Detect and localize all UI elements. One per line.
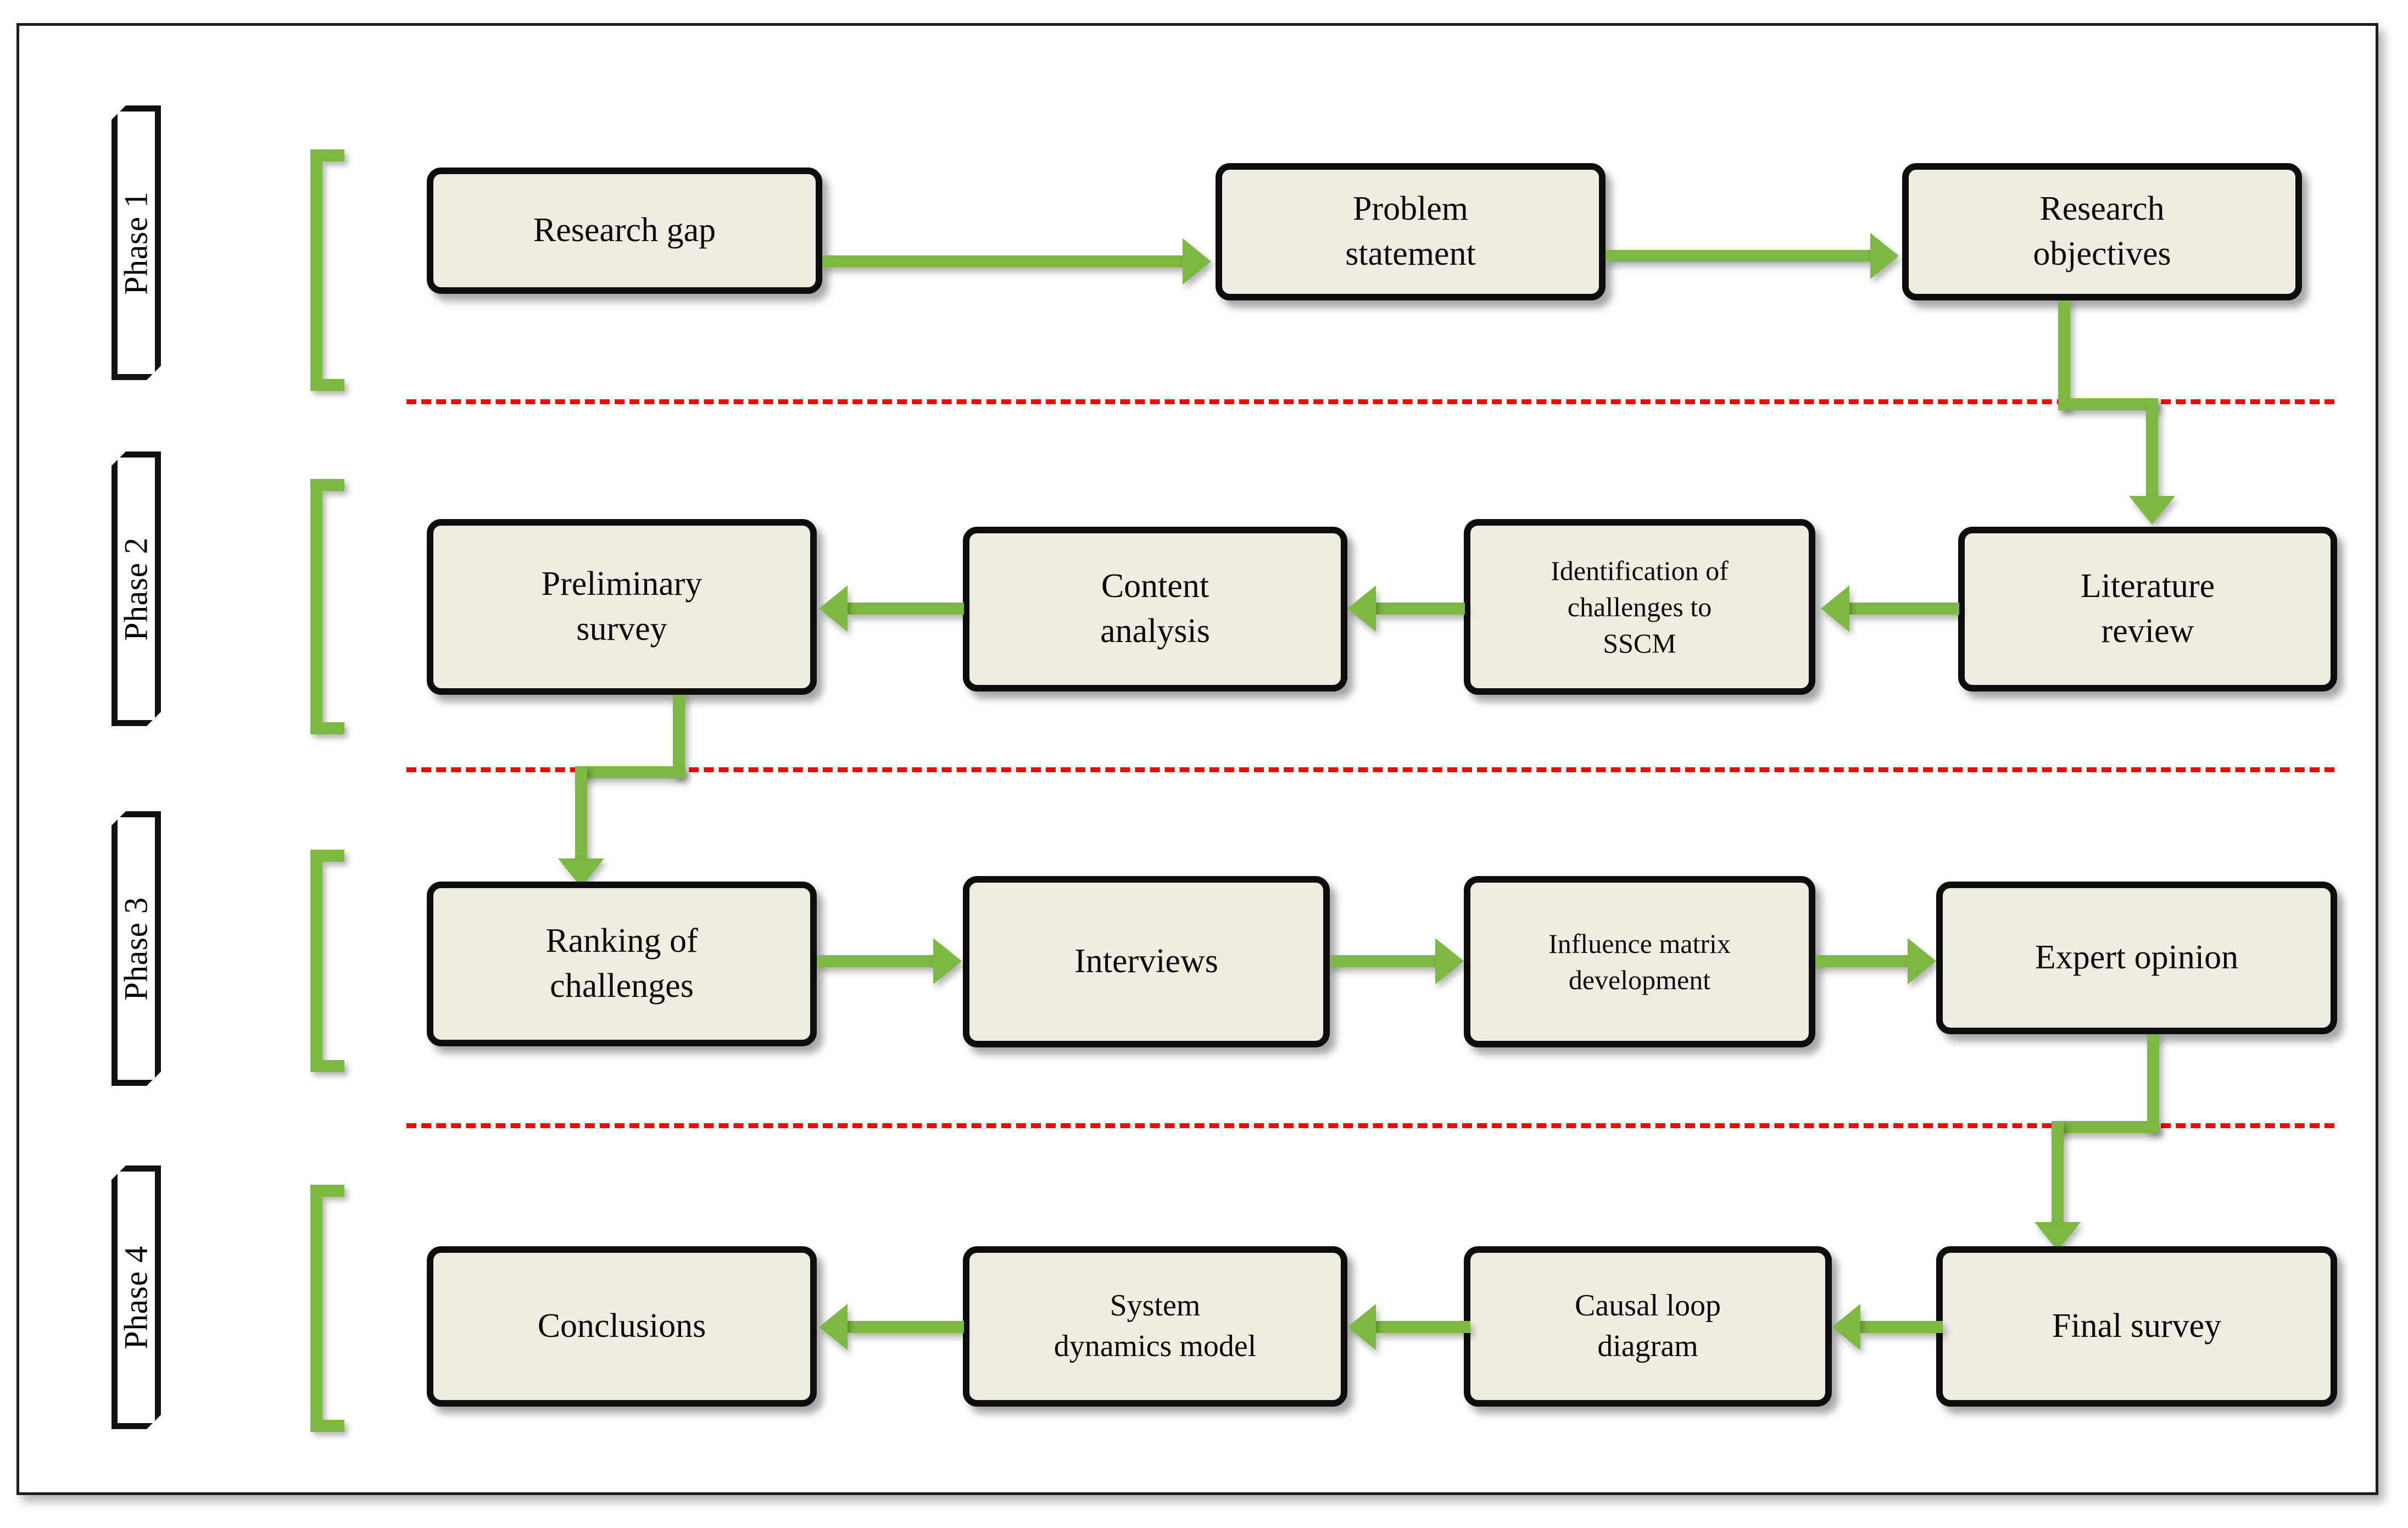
phase-label-1: Phase 1	[112, 105, 161, 380]
connector-preliminary-jog-left	[575, 766, 685, 778]
arrowhead-left-causal-to-system	[1347, 1304, 1376, 1350]
connector-expert-down-b	[2052, 1121, 2064, 1229]
connector-expert-jog-left	[2052, 1121, 2159, 1133]
node-literature-review[interactable]: Literature review	[1958, 527, 2337, 691]
node-label-line2: diagram	[1597, 1329, 1698, 1363]
node-label-line2: development	[1568, 964, 1711, 995]
node-label-line1: Identification of	[1551, 555, 1729, 586]
node-research-gap[interactable]: Research gap	[427, 168, 822, 294]
node-label-line1: Research	[2039, 190, 2165, 228]
phase-label-3: Phase 3	[112, 811, 161, 1086]
node-label-line1: Ranking of	[545, 922, 698, 960]
node-label-line1: Preliminary	[541, 565, 703, 603]
node-label-line1: Influence matrix	[1548, 928, 1731, 959]
connector-objectives-down-a	[2058, 300, 2070, 410]
node-label: Expert opinion	[2034, 939, 2239, 977]
connector-final-to-causal	[1860, 1321, 1943, 1333]
phase-label-3-text: Phase 3	[118, 896, 154, 1001]
connector-problem-to-objectives	[1606, 250, 1870, 262]
node-label-line2: dynamics model	[1054, 1329, 1257, 1363]
node-label-line1: Content	[1101, 567, 1209, 605]
connector-objectives-down-b	[2146, 398, 2158, 503]
node-label-line1: Causal loop	[1575, 1289, 1721, 1323]
node-causal-loop-diagram[interactable]: Causal loop diagram	[1464, 1246, 1832, 1407]
node-label-line2: survey	[576, 610, 667, 648]
arrowhead-left-literature-to-identification	[1821, 585, 1849, 632]
arrowhead-right-influence-to-expert	[1908, 938, 1936, 984]
phase-bracket-4	[310, 1185, 344, 1432]
phase-separator-1-2	[406, 399, 2334, 404]
connector-preliminary-down-b	[575, 766, 587, 865]
phase-label-2-text: Phase 2	[118, 537, 154, 641]
node-expert-opinion[interactable]: Expert opinion	[1936, 882, 2337, 1034]
node-conclusions[interactable]: Conclusions	[427, 1246, 817, 1407]
connector-expert-down-a	[2147, 1034, 2159, 1133]
node-research-objectives[interactable]: Research objectives	[1902, 163, 2302, 300]
connector-interviews-to-influence	[1330, 955, 1435, 967]
node-label: Final survey	[2052, 1307, 2222, 1345]
node-label-line1: System	[1110, 1289, 1201, 1323]
phase-separator-2-3	[406, 767, 2334, 772]
connector-causal-to-system	[1376, 1321, 1470, 1333]
node-system-dynamics-model[interactable]: System dynamics model	[963, 1246, 1347, 1407]
node-label-line2: statement	[1345, 235, 1476, 272]
node-label-line3: SSCM	[1603, 628, 1676, 659]
phase-label-4: Phase 4	[112, 1165, 161, 1429]
node-identification-challenges-sscm[interactable]: Identification of challenges to SSCM	[1464, 519, 1815, 695]
connector-content-to-preliminary	[848, 603, 964, 615]
connector-gap-to-problem	[822, 255, 1183, 267]
arrowhead-right-ranking-to-interviews	[933, 938, 962, 984]
node-final-survey[interactable]: Final survey	[1936, 1246, 2337, 1407]
phase-separator-3-4	[406, 1123, 2334, 1128]
node-influence-matrix-development[interactable]: Influence matrix development	[1464, 876, 1815, 1047]
phase-bracket-3	[310, 850, 344, 1072]
arrowhead-right-problem-to-objectives	[1870, 233, 1899, 279]
connector-ranking-to-interviews	[817, 955, 933, 967]
node-problem-statement[interactable]: Problem statement	[1216, 163, 1606, 300]
arrowhead-right-gap-to-problem	[1183, 238, 1211, 285]
diagram-frame: Phase 1 Phase 2 Phase 3 Phase 4 Research…	[16, 23, 2378, 1495]
node-label: Interviews	[1074, 943, 1218, 980]
phase-label-1-text: Phase 1	[118, 191, 154, 295]
node-ranking-of-challenges[interactable]: Ranking of challenges	[427, 882, 817, 1046]
node-label-line1: Problem	[1352, 190, 1469, 228]
arrowhead-left-content-to-preliminary	[819, 585, 848, 632]
arrowhead-left-identification-to-content	[1347, 585, 1376, 632]
node-preliminary-survey[interactable]: Preliminary survey	[427, 519, 817, 695]
phase-bracket-1	[310, 149, 344, 391]
arrowhead-down-to-final-survey	[2034, 1222, 2081, 1251]
connector-influence-to-expert	[1815, 955, 1908, 967]
connector-system-to-conclusions	[848, 1321, 964, 1333]
arrowhead-left-system-to-conclusions	[819, 1304, 848, 1350]
phase-bracket-2	[310, 479, 344, 734]
arrowhead-down-to-literature-review	[2129, 496, 2175, 525]
node-label-line2: challenges to	[1567, 592, 1712, 622]
arrowhead-right-interviews-to-influence	[1435, 938, 1464, 984]
phase-label-4-text: Phase 4	[118, 1245, 154, 1349]
connector-identification-to-content	[1376, 603, 1465, 615]
node-label-line2: objectives	[2033, 235, 2171, 272]
node-label: Conclusions	[537, 1307, 706, 1345]
arrowhead-left-final-to-causal	[1832, 1304, 1860, 1350]
connector-literature-to-identification	[1849, 603, 1959, 615]
connector-preliminary-down-a	[673, 695, 685, 778]
node-label-line2: analysis	[1100, 612, 1210, 650]
node-interviews[interactable]: Interviews	[963, 876, 1330, 1047]
node-content-analysis[interactable]: Content analysis	[963, 527, 1347, 691]
connector-objectives-jog-right	[2058, 398, 2158, 410]
node-label-line1: Literature	[2080, 567, 2215, 605]
node-label: Research gap	[533, 211, 716, 249]
phase-label-2: Phase 2	[112, 451, 161, 726]
node-label-line2: challenges	[550, 967, 694, 1005]
node-label-line2: review	[2101, 612, 2194, 650]
